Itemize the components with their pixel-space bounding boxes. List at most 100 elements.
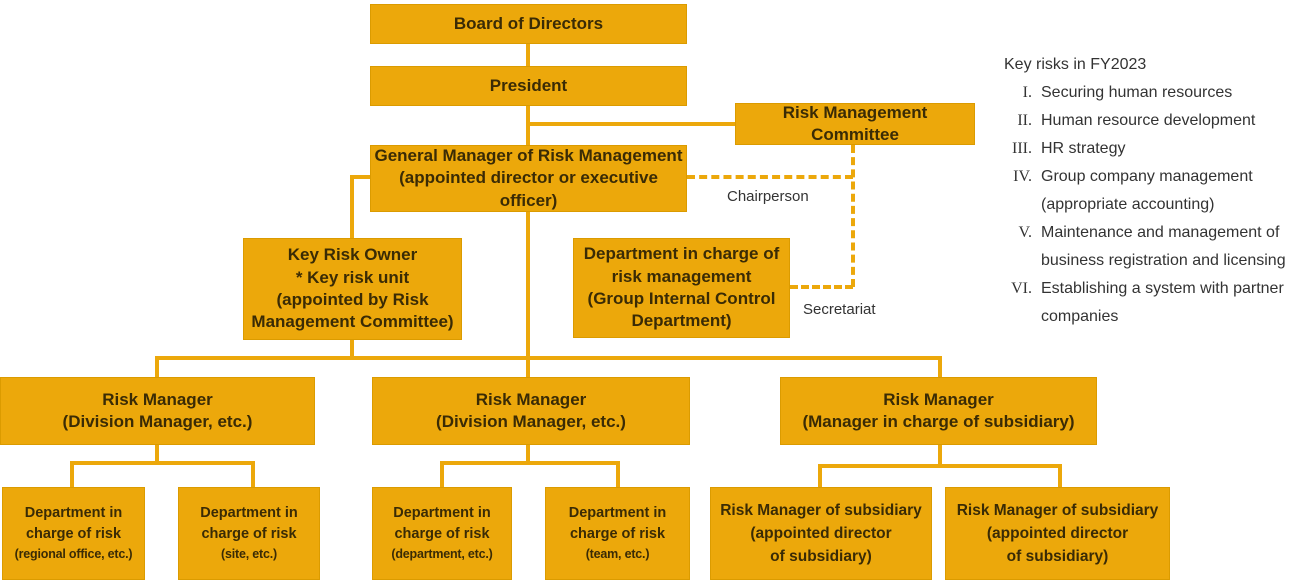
key-risk-text-line: Establishing a system with partner [1041, 280, 1284, 297]
node-label-line: (appointed by Risk [276, 290, 429, 309]
node-dept-risk-regional-office: Department in charge of risk (regional o… [2, 487, 145, 580]
node-label-line: (appointed director or executive officer… [399, 168, 658, 210]
connector-line [526, 44, 530, 68]
connector-line [70, 461, 255, 465]
connector-line [350, 340, 354, 359]
node-president: President [370, 66, 687, 106]
connector-line [440, 461, 620, 465]
key-risk-text-line: Group company management [1041, 168, 1253, 185]
connector-line [70, 461, 74, 488]
key-risk-text-line: Human resource development [1041, 112, 1256, 129]
node-dept-risk-team: Department in charge of risk (team, etc.… [545, 487, 690, 580]
node-label-line: Department in [568, 505, 667, 522]
node-label-line: (team, etc.) [585, 547, 650, 562]
node-label-line: Key Risk Owner [287, 245, 418, 265]
key-risk-numeral: IV. [1013, 168, 1032, 185]
key-risk-text: HR strategy [1041, 135, 1300, 163]
node-label-line: Management Committee) [251, 312, 454, 332]
key-risk-text: Establishing a system with partner compa… [1041, 275, 1300, 331]
node-label-line: Risk Manager [883, 389, 994, 409]
key-risk-item: IV. Group company management (appropriat… [1004, 163, 1300, 219]
connector-line [526, 212, 530, 378]
node-label-line: charge of risk [394, 526, 490, 543]
connector-line [938, 356, 942, 378]
connector-line [155, 445, 159, 463]
key-risk-text: Group company management (appropriate ac… [1041, 163, 1300, 219]
node-label-line: charge of risk [201, 526, 297, 543]
connector-line [526, 122, 736, 126]
key-risk-numeral: I. [1022, 84, 1032, 101]
node-label-line: Risk Manager [475, 389, 587, 409]
node-label-line: Risk Manager of subsidiary [956, 501, 1159, 519]
node-label-line: (Division Manager, etc.) [436, 412, 626, 431]
node-dept-risk-site: Department in charge of risk (site, etc.… [178, 487, 320, 580]
key-risk-numeral: V. [1018, 224, 1033, 241]
node-label-line: Department in [200, 505, 298, 522]
connector-line [155, 356, 942, 360]
connector-line [251, 461, 255, 488]
node-risk-manager-division-2: Risk Manager (Division Manager, etc.) [372, 377, 690, 445]
dashed-connector-line [790, 285, 853, 289]
node-label-line: (Manager in charge of subsidiary) [802, 412, 1075, 431]
key-risk-text: Maintenance and management of business r… [1041, 219, 1300, 275]
node-label-line: General Manager of Risk Management [374, 145, 683, 165]
node-label-line: Board of Directors [453, 13, 604, 33]
node-risk-manager-of-subsidiary-2: Risk Manager of subsidiary (appointed di… [945, 487, 1170, 580]
node-label-line: charge of risk [569, 526, 666, 543]
node-risk-management-committee: Risk Management Committee [735, 103, 975, 145]
connector-line [350, 175, 354, 239]
key-risk-item: VI. Establishing a system with partner c… [1004, 275, 1300, 331]
key-risk-item: I. Securing human resources [1004, 79, 1300, 107]
node-label-line: of subsidiary) [770, 548, 872, 566]
node-label-line: Department in [24, 505, 123, 522]
connector-line [616, 461, 620, 488]
connector-line [526, 445, 530, 463]
key-risk-text: Securing human resources [1041, 79, 1300, 107]
key-risk-numeral: III. [1012, 140, 1032, 157]
node-risk-manager-subsidiary: Risk Manager (Manager in charge of subsi… [780, 377, 1097, 445]
node-label-line: (appointed director [750, 524, 892, 542]
connector-line [440, 461, 444, 488]
key-risk-text-line: Securing human resources [1041, 84, 1233, 101]
node-label-line: Department) [631, 311, 732, 331]
node-label-line: (site, etc.) [221, 547, 277, 562]
secretariat-label: Secretariat [803, 301, 876, 318]
node-label-line: (department, etc.) [391, 547, 493, 562]
node-label-line: Department in charge of [583, 244, 780, 264]
connector-line [1058, 464, 1062, 488]
connector-line [526, 106, 530, 146]
node-label-line: Risk Management Committee [782, 102, 928, 144]
chairperson-label: Chairperson [727, 188, 809, 205]
key-risk-text-line: business registration and licensing [1041, 252, 1286, 269]
key-risk-item: II. Human resource development [1004, 107, 1300, 135]
connector-line [155, 356, 159, 378]
node-label-line: risk management [611, 266, 752, 286]
node-label-line: (appointed director [986, 524, 1129, 542]
node-label-line: (Group Internal Control [587, 289, 776, 308]
key-risk-numeral: VI. [1011, 280, 1032, 297]
key-risk-text-line: companies [1041, 308, 1119, 325]
key-risk-text-line: (appropriate accounting) [1041, 196, 1215, 213]
connector-line [818, 464, 822, 488]
connector-line [818, 464, 1062, 468]
node-risk-manager-division-1: Risk Manager (Division Manager, etc.) [0, 377, 315, 445]
node-label-line: (Division Manager, etc.) [62, 412, 253, 431]
node-risk-manager-of-subsidiary-1: Risk Manager of subsidiary (appointed di… [710, 487, 932, 580]
node-label-line: Risk Manager of subsidiary [720, 501, 922, 519]
key-risk-item: III. HR strategy [1004, 135, 1300, 163]
node-general-manager-of-risk-management: General Manager of Risk Management (appo… [370, 145, 687, 212]
node-board-of-directors: Board of Directors [370, 4, 687, 44]
node-label-line: (regional office, etc.) [14, 547, 133, 562]
key-risks-title: Key risks in FY2023 [1004, 56, 1147, 73]
node-label-line: of subsidiary) [1006, 548, 1109, 566]
key-risk-text-line: Maintenance and management of [1041, 224, 1280, 241]
key-risks-panel: Key risks in FY2023 I. Securing human re… [1004, 51, 1300, 331]
node-key-risk-owner: Key Risk Owner * Key risk unit (appointe… [243, 238, 462, 340]
dashed-connector-line [687, 175, 853, 179]
key-risk-item: V. Maintenance and management of busines… [1004, 219, 1300, 275]
key-risk-text-line: HR strategy [1041, 140, 1126, 157]
connector-line [352, 175, 371, 179]
node-label-line: President [489, 75, 568, 95]
dashed-connector-line [851, 145, 855, 287]
